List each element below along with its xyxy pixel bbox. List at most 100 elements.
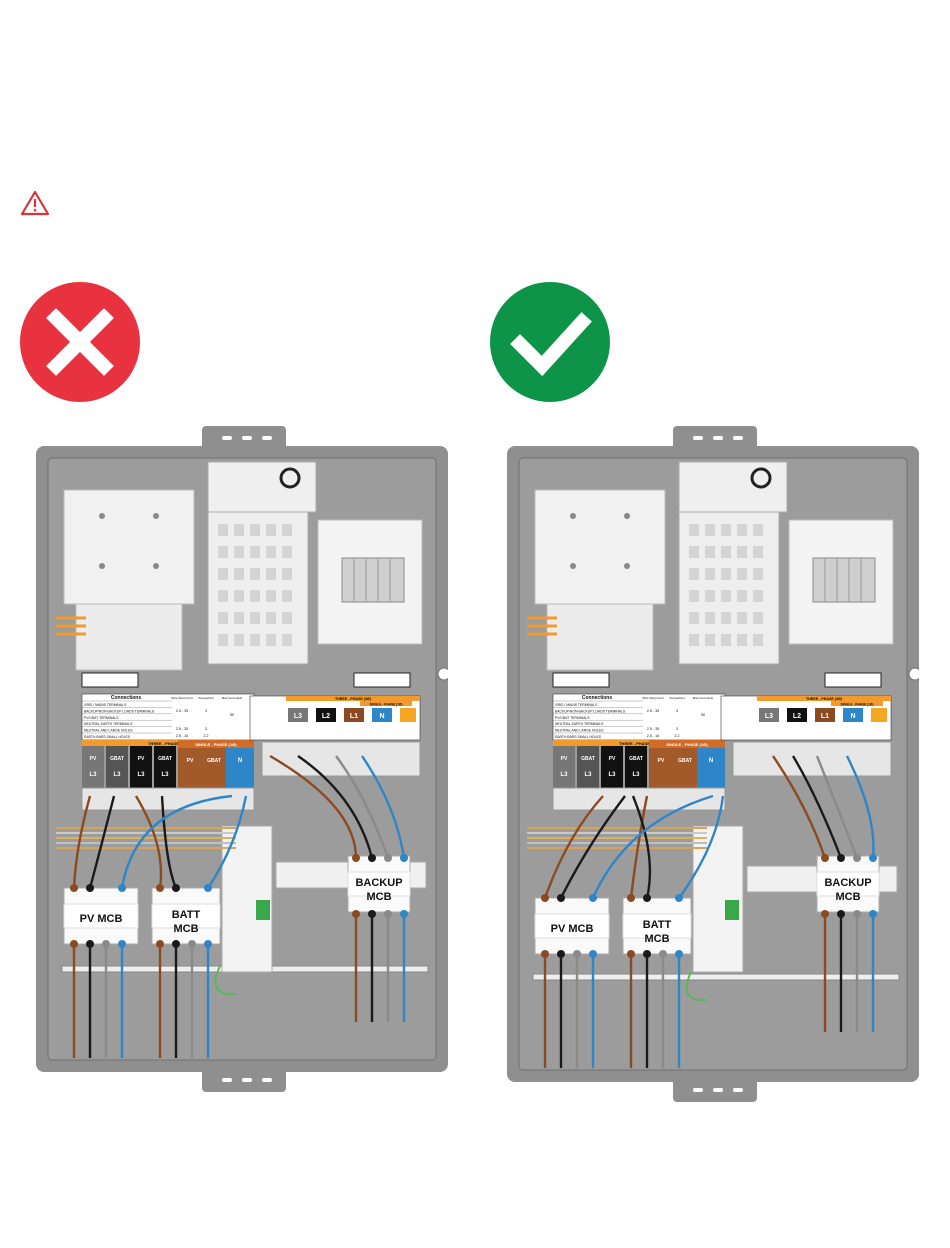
tab-slot xyxy=(262,436,272,440)
col-header: Wire Size(mm2) xyxy=(642,696,664,700)
wire-terminal xyxy=(368,854,376,862)
table-row-label: NEUTRAL AND LARGE HOLES xyxy=(555,729,604,733)
three-phase-label: THREE - PHASE (3Ø) xyxy=(806,697,843,701)
pcb-component xyxy=(753,634,763,646)
terminal-label: PV xyxy=(561,756,568,762)
pcb-component xyxy=(753,590,763,602)
wire-terminal xyxy=(853,910,861,918)
pcb-component xyxy=(282,612,292,624)
wire-terminal xyxy=(384,854,392,862)
three-phase-bar xyxy=(757,696,891,701)
pv-mcb-label: PV MCB xyxy=(551,923,594,935)
pcb-component xyxy=(218,546,228,558)
pcb-component xyxy=(218,634,228,646)
three-phase-bar xyxy=(82,740,254,746)
pcb-component xyxy=(737,546,747,558)
pcb-component xyxy=(753,546,763,558)
incoming-wire xyxy=(160,795,178,889)
check-icon xyxy=(490,282,610,402)
backup-mcb-label: MCB xyxy=(366,891,391,903)
mains-breaker xyxy=(812,557,876,603)
mains-breaker xyxy=(341,557,405,603)
top-bracket xyxy=(207,461,317,513)
tab-slot xyxy=(222,436,232,440)
three-phase-label: THREE - PHASE (3Ø) xyxy=(148,741,189,746)
terminal-label: PV xyxy=(658,758,665,764)
pcb-component xyxy=(266,546,276,558)
tab-slot xyxy=(222,1078,232,1082)
incoming-wire xyxy=(591,794,714,899)
col-header: Max.Current(A) xyxy=(222,696,243,700)
pcb-component xyxy=(737,634,747,646)
wire-terminal xyxy=(188,940,196,948)
wire-terminal xyxy=(659,950,667,958)
pcb-component xyxy=(737,590,747,602)
pcb-component xyxy=(234,546,244,558)
wire-terminal xyxy=(156,884,164,892)
tab-slot xyxy=(713,436,723,440)
wire-terminal xyxy=(156,940,164,948)
grid-terminal-label xyxy=(288,708,308,722)
wire-terminal xyxy=(821,910,829,918)
pcb-component xyxy=(250,590,260,602)
wire-terminal xyxy=(589,950,597,958)
wire-terminal xyxy=(172,884,180,892)
terminal-label: PV xyxy=(187,758,194,764)
pcb-component xyxy=(705,612,715,624)
earth-wire xyxy=(214,965,237,996)
grid-terminal-text: N xyxy=(379,713,384,720)
grid-terminal-text: L1 xyxy=(821,713,829,720)
batt-mcb-label: MCB xyxy=(644,933,669,945)
pcb-component xyxy=(266,634,276,646)
batt-mcb-face xyxy=(622,913,692,939)
top-bracket xyxy=(678,461,788,513)
terminal-label: GBAT xyxy=(110,756,124,762)
wire-terminal xyxy=(384,910,392,918)
pcb-component xyxy=(250,524,260,536)
terminal-label-block xyxy=(130,746,152,790)
wire-terminal xyxy=(589,894,597,902)
single-phase-bar xyxy=(178,740,254,748)
cross-icon xyxy=(20,282,140,402)
terminal-label: PV xyxy=(138,756,145,762)
side-knob xyxy=(908,667,922,681)
wire-terminal xyxy=(557,894,565,902)
cell: 2.5 - 35 xyxy=(647,709,659,713)
wire-terminal xyxy=(204,884,212,892)
wire-terminal xyxy=(118,940,126,948)
batt-mcb-label: BATT xyxy=(172,909,201,921)
pcb-component xyxy=(721,546,731,558)
pcb-component xyxy=(250,612,260,624)
incoming-wire xyxy=(335,755,390,859)
cell: 50 xyxy=(230,713,234,717)
pcb-component xyxy=(282,524,292,536)
pcb-component xyxy=(705,546,715,558)
pcb-component xyxy=(705,524,715,536)
table-row-label: PV/CBAT TERMINALS xyxy=(84,716,119,720)
grid-terminal-label xyxy=(316,708,336,722)
cell: 50 xyxy=(701,713,705,717)
screw xyxy=(624,563,630,569)
wire-terminal xyxy=(70,884,78,892)
cell: 2.5 - 16 xyxy=(647,734,659,738)
terminal-label-block xyxy=(82,746,104,790)
pcb-component xyxy=(234,568,244,580)
warning-sticker xyxy=(81,672,139,688)
tab-slot xyxy=(733,436,743,440)
incoming-wire xyxy=(629,795,649,899)
table-row-label: EARTH BARS SMALL HOLES xyxy=(555,735,602,739)
terminal-label: L3 xyxy=(584,772,592,778)
gbat-label-block xyxy=(673,748,697,788)
pv-mcb-label: PV MCB xyxy=(80,913,123,925)
cell: 2.5 - 35 xyxy=(176,709,188,713)
grid-terminal-text: L3 xyxy=(294,713,302,720)
wire-terminal xyxy=(627,894,635,902)
wire-terminal xyxy=(352,910,360,918)
table-row-label: NEUTRAL EARTH TERMINALS xyxy=(84,722,133,726)
grid-terminal-label xyxy=(372,708,392,722)
wire-terminal xyxy=(573,950,581,958)
incoming-wire xyxy=(297,755,374,859)
terminal-label: N xyxy=(709,758,713,764)
terminal-label-block xyxy=(601,746,623,790)
